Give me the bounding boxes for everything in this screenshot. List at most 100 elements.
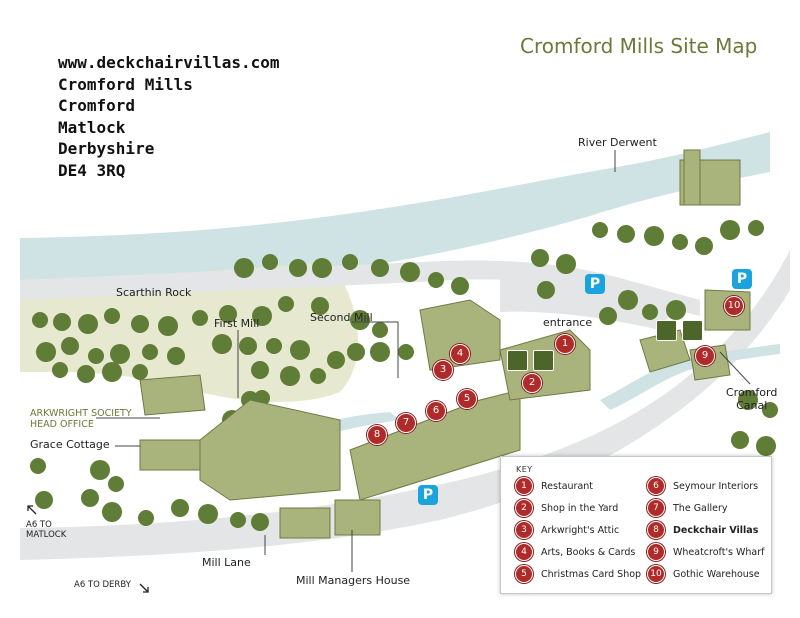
- tree: [748, 220, 764, 236]
- map-marker-9[interactable]: 9: [695, 346, 715, 366]
- tree: [400, 262, 420, 282]
- tree: [371, 259, 389, 277]
- tree: [104, 308, 120, 324]
- tree: [720, 220, 740, 240]
- map-marker-1[interactable]: 1: [555, 334, 575, 354]
- tree: [171, 499, 189, 517]
- key-label-8: Deckchair Villas: [673, 524, 759, 536]
- key-item-6: 6 Seymour Interiors: [647, 477, 758, 495]
- tree: [30, 458, 46, 474]
- tree: [280, 366, 300, 386]
- tree: [666, 300, 686, 320]
- tree: [78, 314, 98, 334]
- key-item-9: 9 Wheatcroft's Wharf: [647, 543, 765, 561]
- canal-pointer: [719, 351, 751, 385]
- label-a6-matlock-line1: A6 TO: [26, 520, 52, 530]
- tree: [756, 436, 776, 456]
- tree: [251, 361, 269, 379]
- map-marker-5[interactable]: 5: [457, 389, 477, 409]
- label-pointers: [96, 150, 751, 572]
- key-label-3: Arkwright's Attic: [541, 524, 620, 536]
- tree: [138, 510, 154, 526]
- church-tower: [683, 149, 701, 206]
- a6-derby-arrowhead: [143, 587, 149, 593]
- arkwright-office-building: [139, 374, 206, 416]
- address-line-postcode: DE4 3RQ: [58, 160, 126, 180]
- label-river-derwent: River Derwent: [578, 136, 657, 149]
- grace-cottage-building: [139, 439, 201, 471]
- first-mill-building: [199, 399, 341, 501]
- mill-lane-building: [279, 507, 331, 539]
- label-grace-cottage: Grace Cottage: [30, 438, 110, 451]
- river-derwent-shape: [20, 132, 770, 286]
- key-label-6: Seymour Interiors: [673, 480, 759, 492]
- map-marker-8[interactable]: 8: [367, 425, 387, 445]
- tree: [644, 226, 664, 246]
- map-marker-10[interactable]: 10: [724, 296, 744, 316]
- key-label-5: Christmas Card Shop: [541, 568, 642, 580]
- tree: [262, 254, 278, 270]
- key-item-5: 5 Christmas Card Shop: [515, 565, 641, 583]
- toilets-icon: [656, 320, 677, 341]
- address-line-website: www.deckchairvillas.com: [58, 53, 280, 72]
- tree: [731, 431, 749, 449]
- tree: [350, 310, 370, 330]
- toilets-icon: [507, 350, 528, 371]
- tree: [290, 340, 310, 360]
- tree: [36, 342, 56, 362]
- map-marker-7[interactable]: 7: [396, 413, 416, 433]
- tree: [428, 272, 444, 288]
- key-label-9: Wheatcroft's Wharf: [673, 546, 765, 558]
- map-marker-2[interactable]: 2: [522, 373, 542, 393]
- key-label-1: Restaurant: [541, 480, 594, 492]
- label-cromford-canal: Cromford Canal: [726, 386, 777, 412]
- tree: [81, 489, 99, 507]
- tree: [192, 310, 208, 326]
- map-marker-6[interactable]: 6: [426, 401, 446, 421]
- key-marker-5: 5: [515, 565, 533, 583]
- tree: [398, 344, 414, 360]
- tree: [556, 254, 576, 274]
- label-first-mill: First Mill: [214, 317, 260, 330]
- direction-arrows: [27, 505, 149, 593]
- tree: [239, 337, 257, 355]
- tree: [251, 513, 269, 531]
- label-arkwright-line2: HEAD OFFICE: [30, 419, 94, 430]
- tree: [102, 362, 122, 382]
- tree: [537, 281, 555, 299]
- tree: [142, 344, 158, 360]
- key-label-2: Shop in the Yard: [541, 502, 619, 514]
- tree: [32, 312, 48, 328]
- tree: [642, 304, 658, 320]
- label-entrance: entrance: [543, 316, 593, 329]
- tree: [230, 512, 246, 528]
- tree: [167, 347, 185, 365]
- tree: [53, 313, 71, 331]
- tree: [311, 297, 329, 315]
- map-marker-4[interactable]: 4: [450, 344, 470, 364]
- label-canal-line1: Cromford: [726, 386, 778, 399]
- label-a6-matlock-line2: MATLOCK: [26, 530, 67, 540]
- address-line-county: Derbyshire: [58, 139, 155, 159]
- label-mill-lane: Mill Lane: [202, 556, 251, 569]
- parking-icon-east: P: [732, 269, 752, 289]
- tree: [212, 334, 232, 354]
- tree: [617, 225, 635, 243]
- trees-group: [30, 220, 778, 531]
- tree: [102, 502, 122, 522]
- tree: [289, 259, 307, 277]
- map-marker-3[interactable]: 3: [433, 360, 453, 380]
- key-marker-9: 9: [647, 543, 665, 561]
- tree: [90, 460, 110, 480]
- a6-derby-arrow: [139, 583, 149, 593]
- key-marker-6: 6: [647, 477, 665, 495]
- label-second-mill: Second Mill: [310, 311, 373, 324]
- long-mill-building: [349, 389, 521, 501]
- tree: [198, 504, 218, 524]
